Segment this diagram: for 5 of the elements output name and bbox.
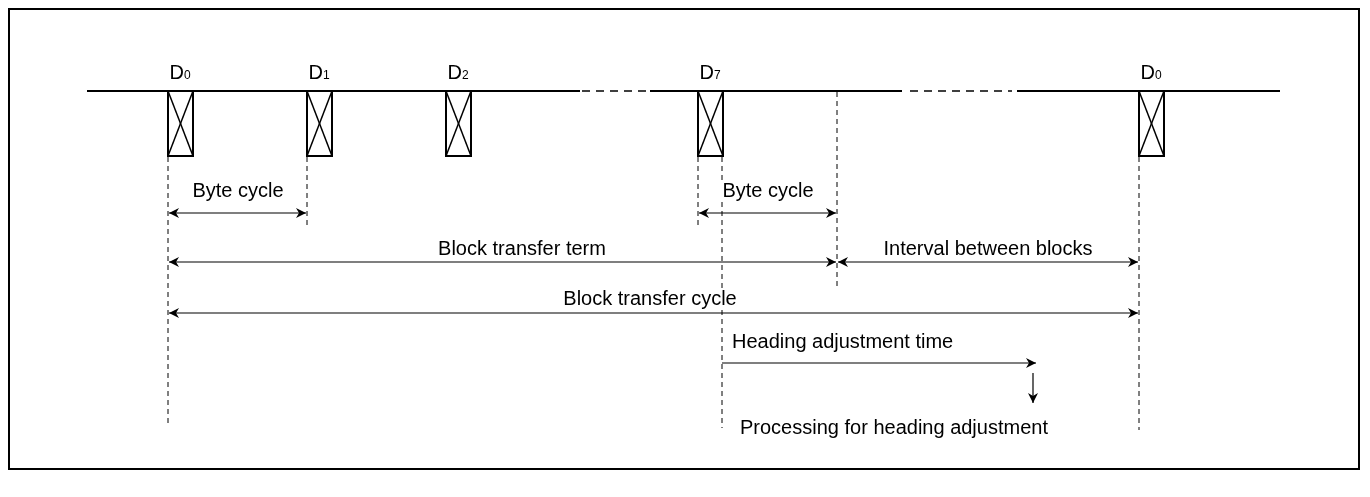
timing-label: Processing for heading adjustment [738, 417, 1050, 437]
timing-label: Block transfer cycle [561, 288, 739, 308]
timing-label: Block transfer term [436, 238, 608, 258]
timing-label: Byte cycle [720, 180, 816, 200]
timing-label: Heading adjustment time [730, 331, 956, 351]
